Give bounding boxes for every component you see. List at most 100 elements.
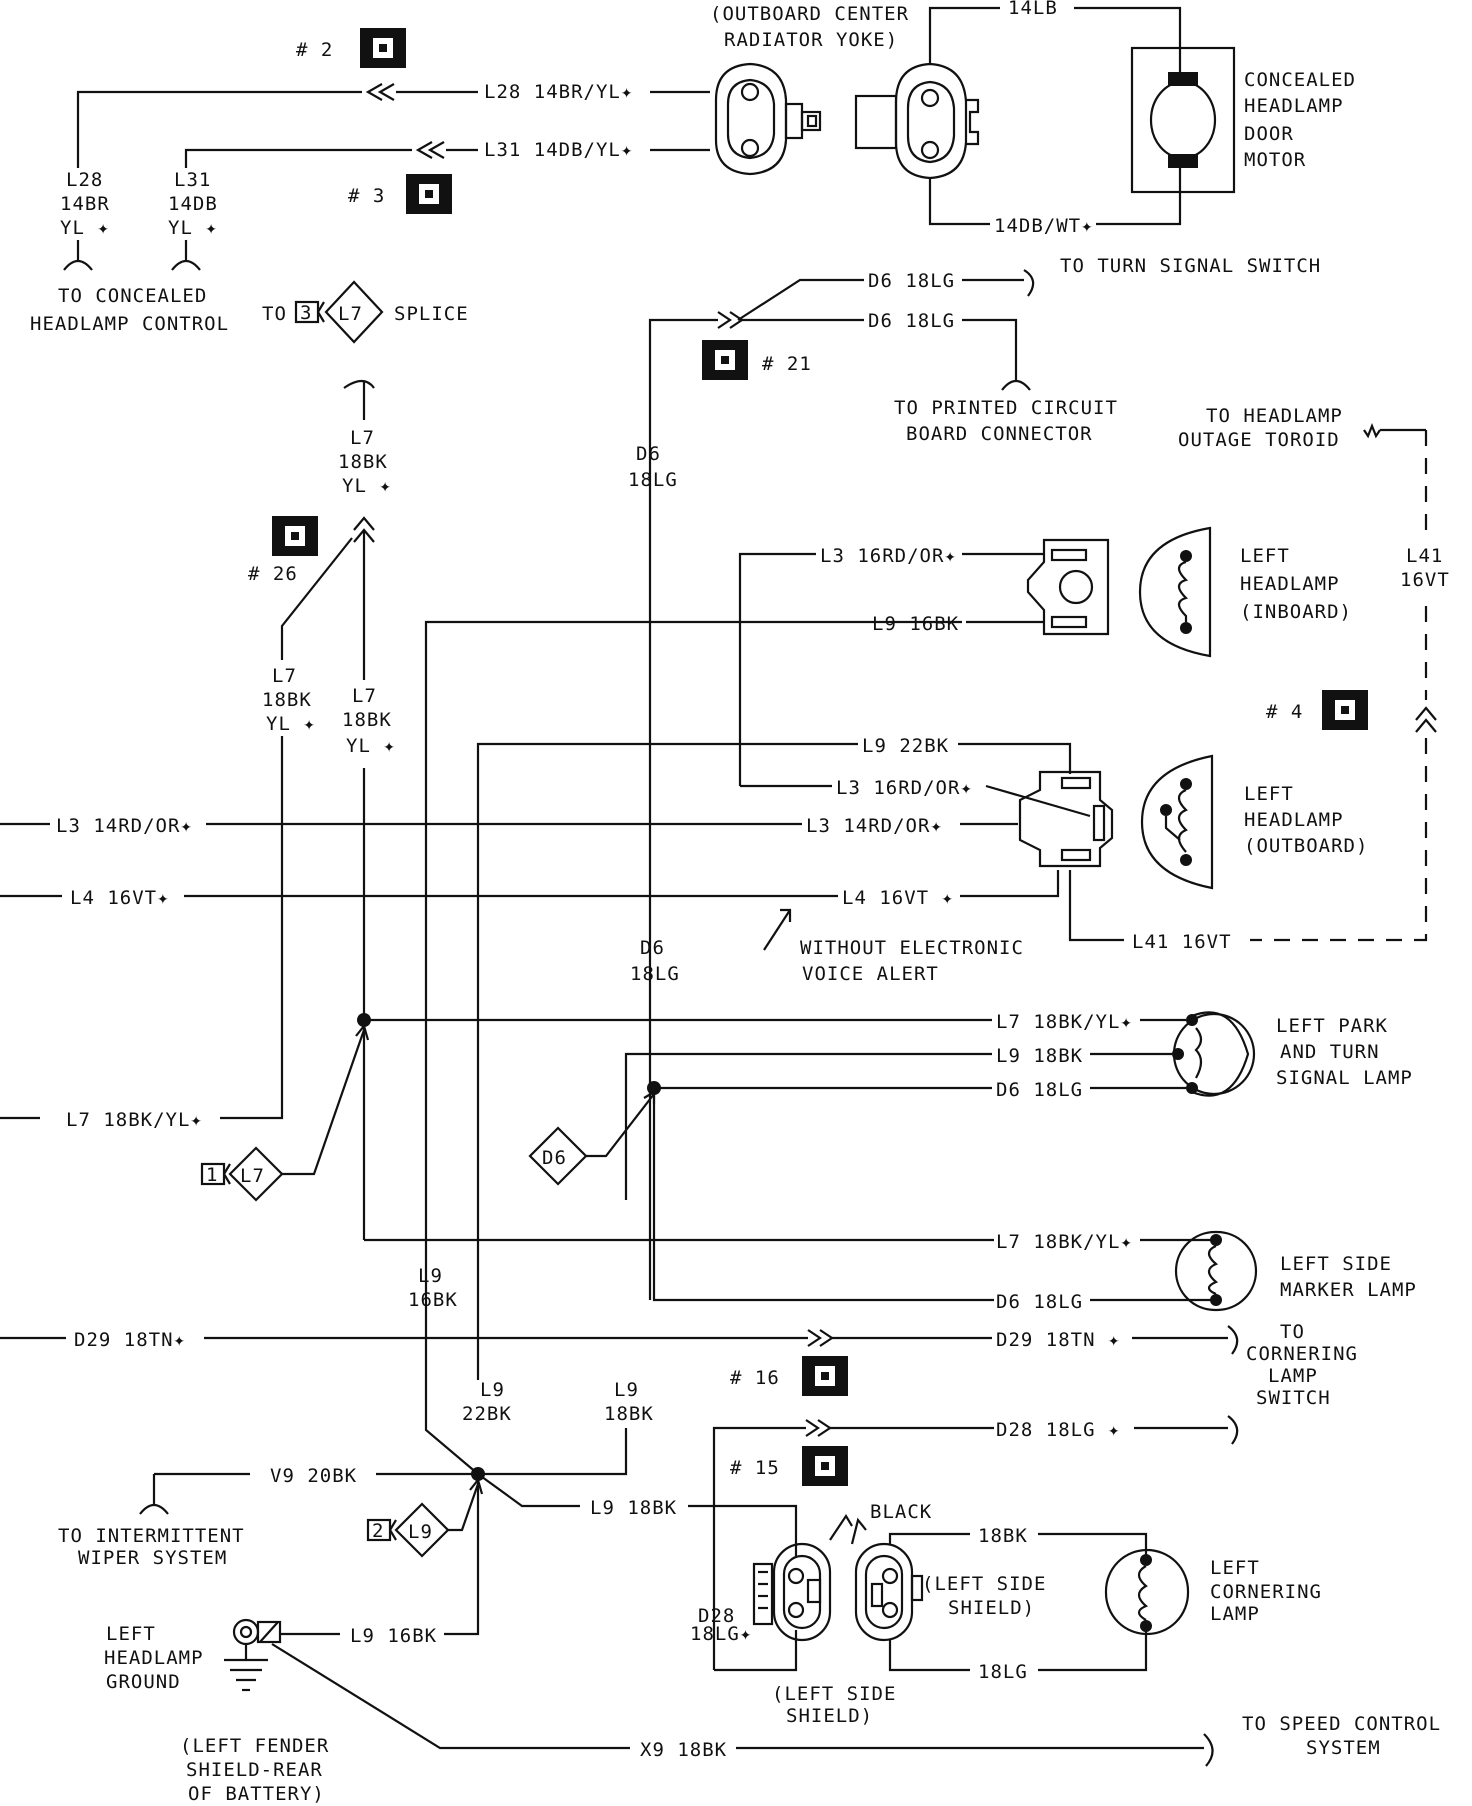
svg-text:YL ✦: YL ✦ [342,475,392,497]
side-marker-lamp-icon [1174,1230,1258,1312]
wire-l3-14-right-label: L3 14RD/OR✦ [806,815,943,837]
connector-21-label: # 21 [762,353,812,375]
wire-l9-16bk-vertical [424,620,962,1380]
cornering-connector-right-icon [854,1542,924,1642]
svg-text:1: 1 [206,1164,218,1186]
l9-18bk-vertical-label: L9 18BK [604,1379,653,1425]
d29-break-icon [1132,1325,1239,1355]
wire-18lg-cornering-label: 18LG [978,1661,1028,1683]
wire-d6-upper-b-label: D6 18LG [868,310,955,332]
svg-text:HEADLAMP CONTROL: HEADLAMP CONTROL [30,313,229,335]
l7-mid-label: L7 18BK YL ✦ [342,685,395,757]
svg-text:SHIELD): SHIELD) [786,1705,873,1727]
wire-18bk-cornering-label: 18BK [978,1525,1028,1547]
wire-d6-upper-a [737,278,864,321]
svg-text:(LEFT SIDE: (LEFT SIDE [922,1573,1046,1595]
pcb-break-icon [962,318,1031,391]
wire-l31-top [184,141,710,168]
wire-d28-vertical [712,1426,806,1670]
headlamp-outage-toroid-label: TO HEADLAMP OUTAGE TOROID [1178,405,1342,451]
svg-text:22BK: 22BK [462,1403,512,1425]
svg-text:SWITCH: SWITCH [1256,1387,1331,1409]
svg-text:18LG: 18LG [628,469,678,491]
left-headlamp-outboard-label: LEFT HEADLAMP (OUTBOARD) [1244,783,1367,857]
svg-text:18LG: 18LG [630,963,680,985]
svg-text:LEFT SIDE: LEFT SIDE [1280,1253,1392,1275]
svg-text:LEFT: LEFT [106,1623,156,1645]
wire-l7-left-diagonal [280,537,353,660]
connector-3-label: # 3 [348,185,385,207]
svg-text:D28: D28 [698,1605,735,1627]
l7-upper-break-icon [343,379,375,420]
wire-l28-label: L28 14BR/YL✦ [484,81,633,103]
left-side-marker-lamp-label: LEFT SIDE MARKER LAMP [1280,1253,1416,1301]
left-headlamp-inboard-label: LEFT HEADLAMP (INBOARD) [1240,545,1352,623]
wire-l4-left-label: L4 16VT✦ [70,887,170,909]
splice-l7-lower-icon: 1 L7 [200,1146,284,1202]
wire-l9-inboard-label: L9 16BK [872,613,959,635]
printed-circuit-board-label: TO PRINTED CIRCUIT BOARD CONNECTOR [894,397,1117,445]
motor-connector-icon [854,62,980,180]
svg-text:CORNERING: CORNERING [1246,1343,1358,1365]
wire-l4-right-label: L4 16VT ✦ [842,887,954,909]
l9-splice-link [448,1477,484,1532]
connector-26-icon [272,516,318,556]
cornering-lamp-switch-label: TO CORNERING LAMP SWITCH [1246,1321,1358,1409]
intermittent-wiper-label: TO INTERMITTENT WIPER SYSTEM [58,1525,245,1569]
wire-l9-ground-label: L9 16BK [350,1625,437,1647]
svg-text:TO SPEED CONTROL: TO SPEED CONTROL [1242,1713,1441,1735]
svg-text:HEADLAMP: HEADLAMP [1244,809,1344,831]
svg-text:(LEFT SIDE: (LEFT SIDE [772,1683,896,1705]
wire-14dbwt-label: 14DB/WT✦ [994,215,1094,237]
svg-text:MOTOR: MOTOR [1244,149,1306,171]
l9-16bk-vertical-label: L9 16BK [408,1265,458,1311]
wire-d28-to-connector [714,1630,798,1672]
splice-d6-icon: D6 [528,1126,588,1186]
svg-text:D6: D6 [640,937,665,959]
d6-vertical-label-upper: D6 18LG [628,443,678,491]
wire-l7-left-down [220,736,284,1120]
concealed-headlamp-control-label: TO CONCEALED HEADLAMP CONTROL [30,285,229,335]
wire-d6-vertical [648,318,718,1300]
left-cornering-lamp-label: LEFT CORNERING LAMP [1210,1557,1321,1625]
svg-text:L7: L7 [338,303,363,325]
wire-l9-to-ground [444,1474,480,1636]
inboard-headlamp-icon [1138,526,1212,658]
speed-control-system-label: TO SPEED CONTROL SYSTEM [1242,1713,1441,1759]
left-park-turn-lamp-label: LEFT PARK AND TURN SIGNAL LAMP [1276,1015,1412,1089]
l7-splice-link [282,1023,370,1176]
svg-text:WIPER SYSTEM: WIPER SYSTEM [78,1547,227,1569]
wire-18lg-cornering-right [1038,1626,1148,1672]
connector-16-icon [802,1356,848,1396]
wire-x9 [271,1643,630,1750]
toroid-break-icon [1363,423,1426,439]
without-electronic-voice-alert-label: WITHOUT ELECTRONIC VOICE ALERT [800,937,1023,985]
svg-text:16BK: 16BK [408,1289,458,1311]
wire-l41-bottom-left [1068,870,1124,942]
svg-text:TO INTERMITTENT: TO INTERMITTENT [58,1525,245,1547]
svg-text:L7: L7 [350,427,375,449]
wire-d6-marker-label: D6 18LG [996,1291,1083,1313]
connector-21-icon [702,340,748,380]
left-side-shield-bottom-label: (LEFT SIDE SHIELD) [772,1683,896,1727]
svg-text:SHIELD): SHIELD) [948,1597,1035,1619]
connector-2-icon [360,28,406,68]
l41-connector-arrows [1415,706,1437,733]
svg-text:LAMP: LAMP [1268,1365,1318,1387]
svg-text:RADIATOR YOKE): RADIATOR YOKE) [724,29,898,51]
wire-l9-park [624,1052,992,1200]
wire-l41-bottom-right [1250,936,1428,942]
connector-16-label: # 16 [730,1367,780,1389]
svg-text:AND TURN: AND TURN [1280,1041,1380,1063]
wire-14dbwt-right [1096,162,1182,226]
d28-break-icon [1134,1415,1239,1445]
wire-l3-14-left-label: L3 14RD/OR✦ [56,815,193,837]
wire-18lg-cornering-left [888,1640,970,1672]
cornering-connector-left-icon [752,1542,832,1642]
svg-text:2: 2 [372,1520,384,1542]
wire-18bk-cornering-right [1038,1532,1148,1560]
wire-d29-right-label: D29 18TN ✦ [996,1329,1120,1351]
svg-text:(INBOARD): (INBOARD) [1240,601,1352,623]
svg-text:CONCEALED: CONCEALED [1244,69,1356,91]
